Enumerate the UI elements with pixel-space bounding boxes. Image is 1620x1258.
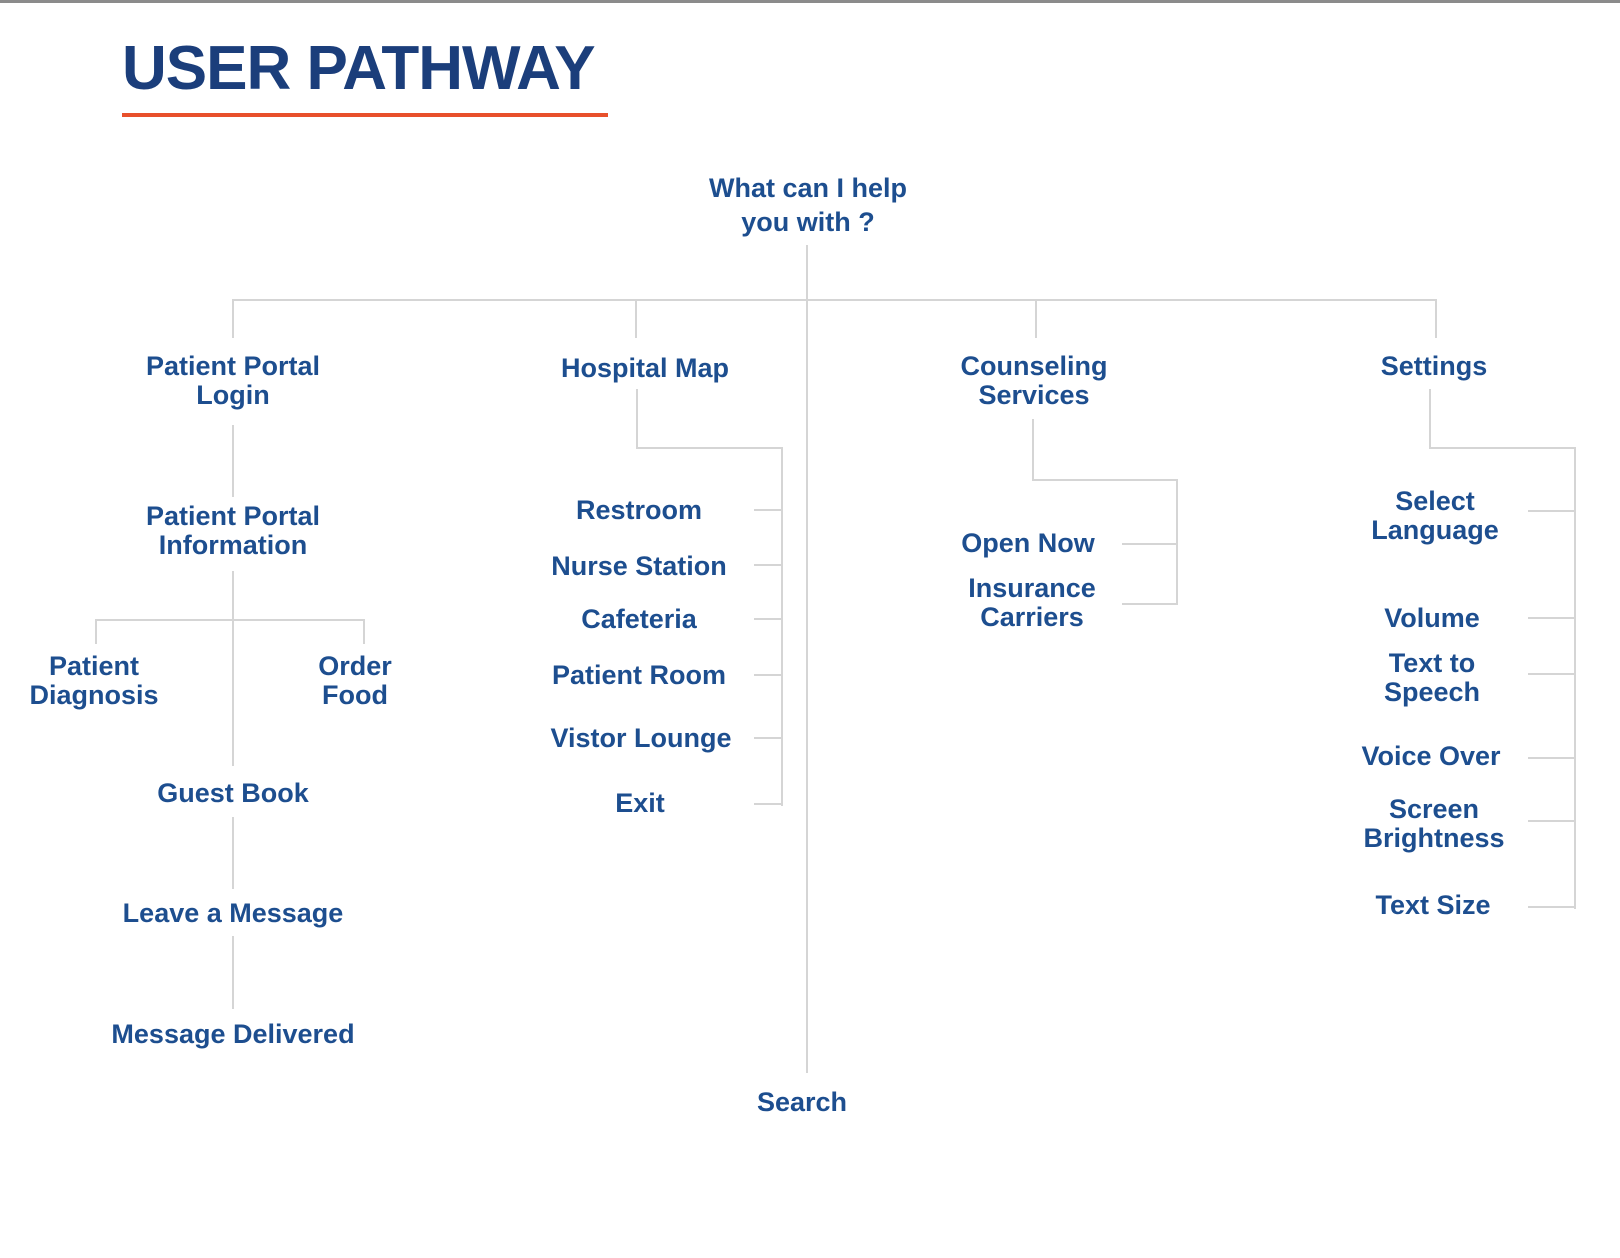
connector-line [232,817,234,889]
connector-line [754,737,782,739]
connector-line [1176,480,1178,605]
connector-line [232,299,1437,301]
node-text-size: Text Size [1375,890,1491,920]
connector-line [754,618,782,620]
node-guest-book: Guest Book [157,778,309,808]
connector-line [1528,673,1575,675]
node-message-delivered: Message Delivered [111,1019,355,1049]
node-volume: Volume [1384,603,1480,633]
node-nurse-station: Nurse Station [551,551,727,581]
connector-line [754,564,782,566]
connector-line [1435,300,1437,338]
connector-line [363,620,365,644]
connector-line [1122,543,1177,545]
connector-line [1528,820,1575,822]
connector-line [754,803,782,805]
page-title: USER PATHWAY [122,34,596,103]
title-underline [122,113,608,117]
connector-line [1429,447,1576,449]
connector-line [232,300,234,338]
node-settings: Settings [1380,351,1488,381]
node-text-to-speech: Text to Speech [1383,648,1481,707]
connector-line [635,300,637,338]
connector-line [1528,757,1575,759]
connector-line [232,571,234,620]
connector-line [1032,479,1178,481]
connector-line [1528,906,1575,908]
node-screen-brightness: Screen Brightness [1363,794,1505,853]
node-patient-room: Patient Room [551,660,727,690]
connector-line [232,620,234,766]
node-root-question: What can I help you with ? [708,173,908,237]
node-order-food: Order Food [318,651,392,710]
connector-line [1122,603,1177,605]
node-patient-diagnosis: Patient Diagnosis [29,651,159,710]
connector-line [1528,617,1575,619]
connector-line [1574,448,1576,909]
top-border-line [0,0,1620,3]
node-vistor-lounge: Vistor Lounge [550,723,732,753]
node-exit: Exit [615,788,665,818]
connector-line [1528,510,1575,512]
connector-line [754,674,782,676]
connector-line [806,245,808,1073]
connector-line [754,509,782,511]
node-voice-over: Voice Over [1361,741,1501,771]
connector-line [781,448,783,806]
node-patient-portal-information: Patient Portal Information [145,501,321,560]
node-patient-portal-login: Patient Portal Login [145,351,321,410]
node-leave-a-message: Leave a Message [122,898,344,928]
node-select-language: Select Language [1371,486,1499,545]
node-insurance-carriers: Insurance Carriers [968,573,1096,632]
node-open-now: Open Now [961,528,1095,558]
connector-line [1032,419,1034,481]
connector-line [95,620,97,644]
node-hospital-map: Hospital Map [560,353,730,383]
connector-line [232,936,234,1009]
node-cafeteria: Cafeteria [581,604,697,634]
node-counseling-services: Counseling Services [960,351,1108,410]
connector-line [1429,389,1431,449]
connector-line [95,619,365,621]
connector-line [636,447,783,449]
node-search: Search [756,1087,848,1117]
connector-line [1035,300,1037,338]
node-restroom: Restroom [575,495,703,525]
connector-line [636,389,638,449]
connector-line [232,425,234,497]
